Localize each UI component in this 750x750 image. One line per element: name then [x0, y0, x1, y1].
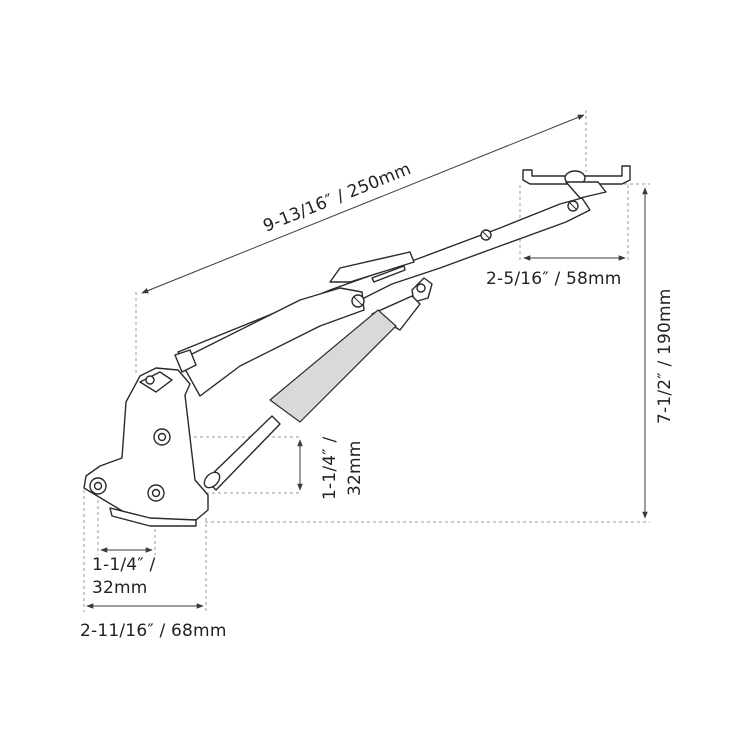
top-mounting-bracket — [522, 165, 631, 199]
bracket-width-dimension-label: 2-5/16″ / 58mm — [486, 269, 622, 289]
secondary-link — [179, 277, 433, 397]
height-dimension-label: 7-1/2″ / 190mm — [655, 288, 675, 424]
gas-strut — [203, 295, 421, 491]
hole-vertical-dimension-label-line2: 32mm — [345, 440, 365, 496]
hole-horizontal-dimension-label-line1: 1-1/4″ / — [92, 555, 155, 575]
hole-horizontal-dimension-label-line2: 32mm — [92, 578, 148, 598]
length-dimension-label: 9-13/16″ / 250mm — [260, 159, 414, 237]
base-plate — [83, 349, 209, 527]
dimension-lines — [86, 114, 648, 609]
hole-vertical-dimension-label-line1: 1-1/4″ / — [320, 437, 340, 500]
length-dimension-line — [141, 114, 585, 294]
base-width-dimension-label: 2-11/16″ / 68mm — [80, 621, 227, 641]
